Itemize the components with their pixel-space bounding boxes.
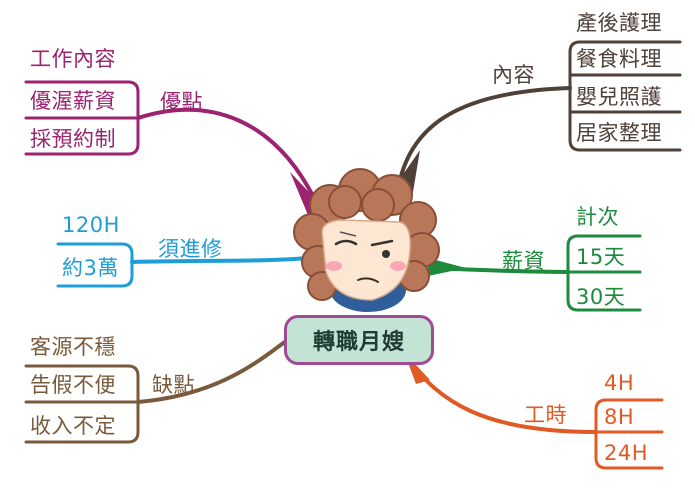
hours-item-3: 24H — [604, 441, 649, 465]
content-item-4: 居家整理 — [576, 121, 662, 145]
branch-content-label: 內容 — [492, 63, 535, 87]
branch-pros-label: 優點 — [160, 90, 203, 114]
branch-cons-lines — [24, 336, 292, 444]
content-item-3: 嬰兒照護 — [576, 85, 662, 109]
branch-cons-label: 缺點 — [152, 373, 195, 397]
salary-item-3: 30天 — [576, 285, 626, 309]
branch-salary-label: 薪資 — [502, 249, 545, 273]
hours-item-2: 8H — [604, 405, 635, 429]
content-item-1: 產後護理 — [576, 11, 662, 35]
hours-item-1: 4H — [604, 371, 635, 395]
branch-training-label: 須進修 — [158, 237, 223, 261]
branch-salary-root — [428, 258, 466, 276]
central-topic: 轉職月嫂 — [284, 315, 434, 365]
salary-item-1: 計次 — [576, 205, 619, 229]
cons-item-1: 客源不穩 — [30, 335, 116, 359]
salary-item-2: 15天 — [576, 245, 626, 269]
branch-content-lines — [396, 40, 682, 190]
cons-item-2: 告假不便 — [30, 373, 116, 397]
pros-item-3: 採預約制 — [30, 127, 116, 151]
pros-item-2: 優渥薪資 — [30, 89, 116, 113]
tired-woman-face-icon — [293, 168, 440, 312]
pros-item-1: 工作內容 — [30, 47, 116, 71]
content-item-2: 餐食料理 — [576, 47, 662, 71]
branch-hours-label: 工時 — [524, 403, 567, 427]
training-item-1: 120H — [62, 213, 120, 237]
branch-pros-lines — [24, 80, 317, 202]
cons-item-3: 收入不定 — [30, 414, 116, 438]
training-item-2: 約3萬 — [62, 256, 119, 280]
branch-training-lines — [56, 242, 310, 288]
